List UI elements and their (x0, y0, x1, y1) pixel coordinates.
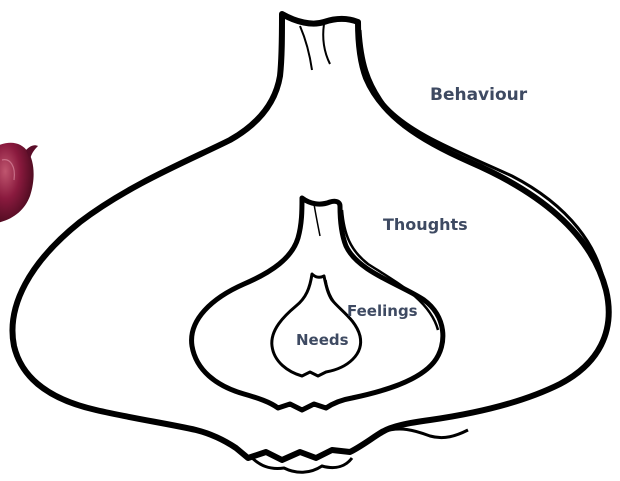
label-behaviour: Behaviour (430, 85, 528, 105)
red-onion-image (0, 143, 38, 224)
label-thoughts: Thoughts (383, 215, 468, 234)
label-needs: Needs (296, 331, 349, 349)
label-feelings: Feelings (347, 302, 418, 320)
